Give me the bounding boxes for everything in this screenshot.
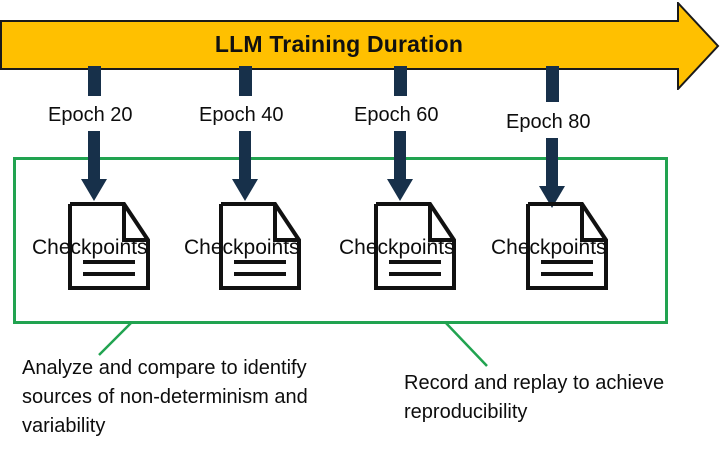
caption-analyze: Analyze and compare to identify sources … [22,357,308,437]
checkpoint-label-2: Checkpoints [184,236,300,259]
checkpoint-label-4: Checkpoints [491,236,607,259]
document-icon [526,202,608,290]
caption-record: Record and replay to achieve reproducibi… [404,372,665,423]
epoch-label-60: Epoch 60 [354,104,439,126]
checkpoint-group-3[interactable] [372,200,458,292]
down-arrow-epoch-40 [232,131,258,201]
document-icon [374,202,456,290]
timeline-title: LLM Training Duration [214,31,464,57]
checkpoint-label-3: Checkpoints [339,236,455,259]
epoch-label-40: Epoch 40 [199,104,284,126]
epoch-label-80: Epoch 80 [506,111,591,133]
tick-stub-epoch-60 [394,66,407,96]
down-arrow-epoch-80 [539,138,565,208]
epoch-label-20: Epoch 20 [48,104,133,126]
document-icon [68,202,150,290]
checkpoint-group-1[interactable] [66,200,152,292]
checkpoint-label-1: Checkpoints [32,236,148,259]
document-icon [219,202,301,290]
tick-stub-epoch-20 [88,66,101,96]
leader-line-right [444,321,488,367]
checkpoint-group-2[interactable] [217,200,303,292]
checkpoints-container [13,157,668,324]
timeline-arrow-icon [0,2,720,90]
down-arrow-epoch-20 [81,131,107,201]
leader-line-left [98,321,133,356]
checkpoint-group-4[interactable] [524,200,610,292]
tick-stub-epoch-80 [546,66,559,102]
down-arrow-epoch-60 [387,131,413,201]
tick-stub-epoch-40 [239,66,252,96]
